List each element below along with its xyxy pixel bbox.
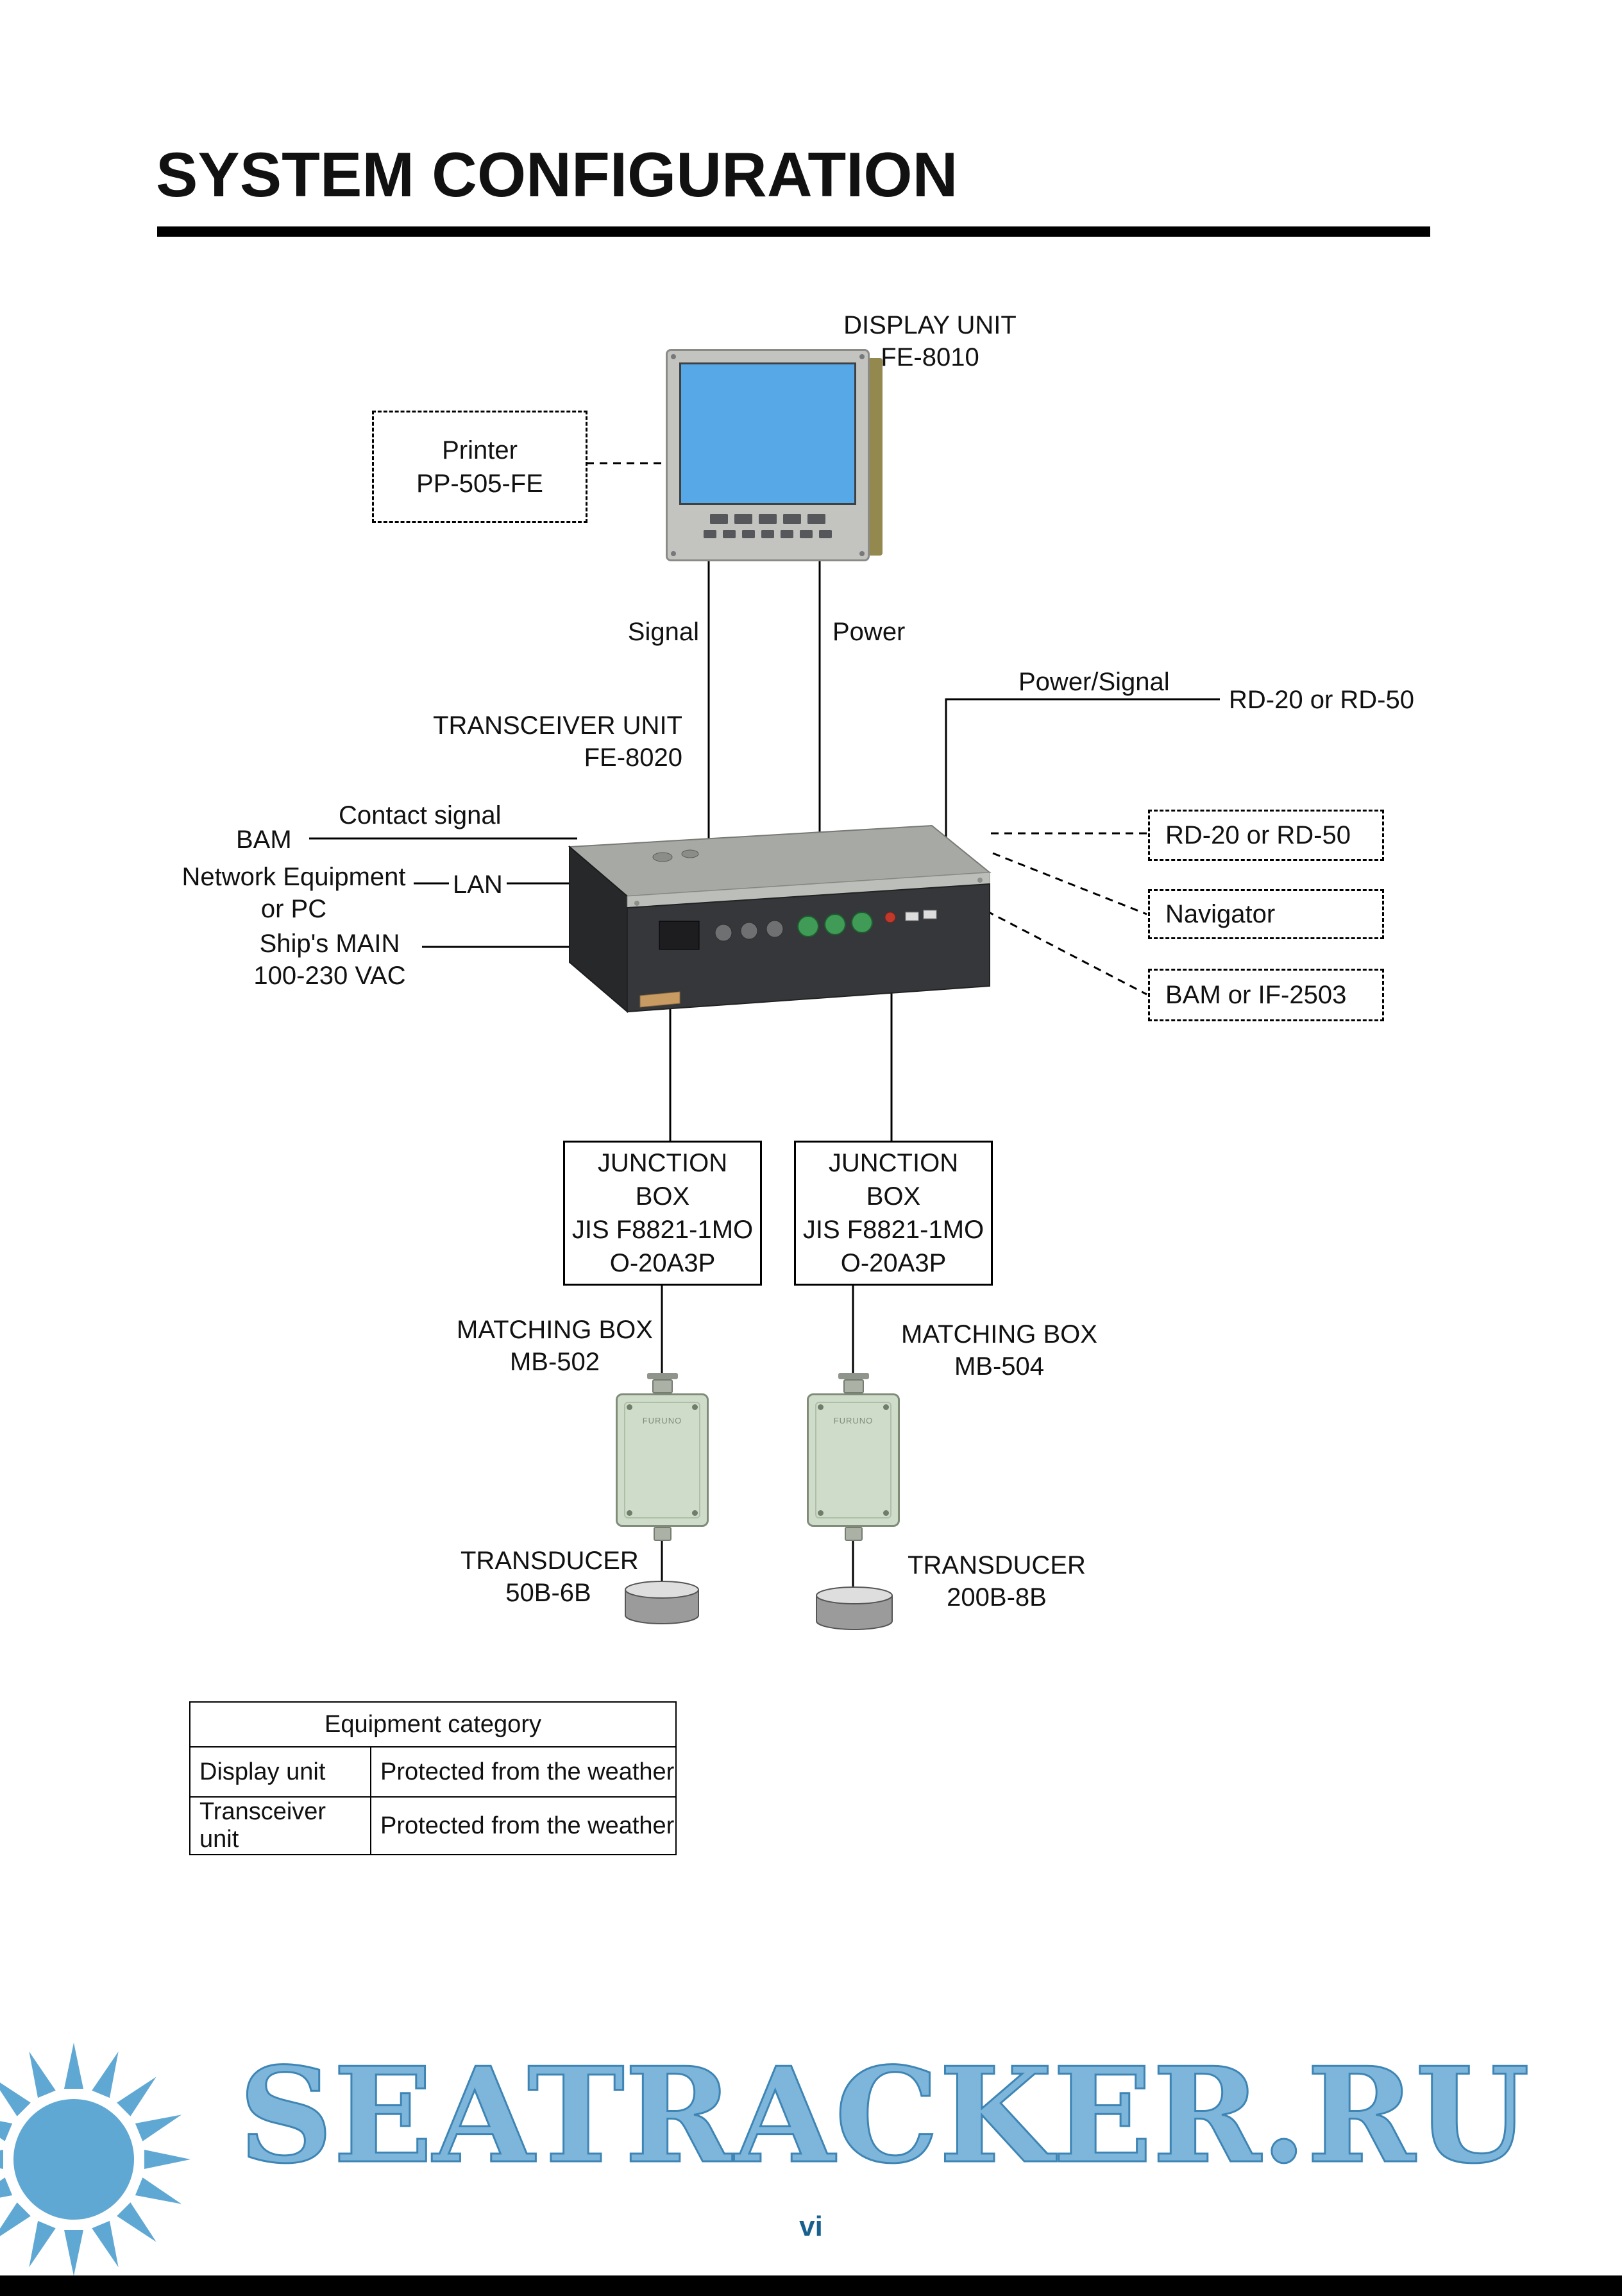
table-cell-unit: Display unit xyxy=(189,1746,371,1798)
matching-right-cap xyxy=(838,1373,869,1379)
bottom-bar xyxy=(0,2275,1622,2296)
seatracker-watermark: SEATRACKER.RU xyxy=(238,2039,1531,2193)
printer-model: PP-505-FE xyxy=(416,469,543,498)
display-screen xyxy=(679,362,856,505)
junction-right-line3: JIS F8821-1MO xyxy=(802,1216,984,1244)
contact-signal-label: Contact signal xyxy=(339,801,502,829)
table-row: Display unit Protected from the weather xyxy=(189,1746,677,1798)
junction-right-line2: BOX xyxy=(866,1182,921,1211)
table-row: Transceiver unit Protected from the weat… xyxy=(189,1796,677,1855)
transducer-left-label: TRANSDUCER 50B-6B xyxy=(460,1545,639,1609)
mains-line1: Ship's MAIN xyxy=(259,930,400,958)
junction-left-line3: JIS F8821-1MO xyxy=(571,1216,754,1244)
display-unit-label: DISPLAY UNIT FE-8010 xyxy=(824,309,1036,373)
option-box-rd: RD-20 or RD-50 xyxy=(1148,810,1384,861)
junction-left-line1: JUNCTION xyxy=(597,1149,728,1177)
junction-right-line4: O-20A3P xyxy=(840,1249,947,1277)
option-box-bam: BAM or IF-2503 xyxy=(1148,969,1384,1021)
matching-left-body: FURUNO xyxy=(616,1393,709,1527)
option-rd-label: RD-20 or RD-50 xyxy=(1165,821,1351,849)
mains-label: Ship's MAIN 100-230 VAC xyxy=(242,928,417,992)
option-navigator-label: Navigator xyxy=(1165,899,1276,928)
display-unit-model: FE-8010 xyxy=(881,343,979,371)
signal-label: Signal xyxy=(627,618,699,646)
table-cell-category: Protected from the weather xyxy=(370,1796,677,1855)
transducer-left-name: TRANSDUCER xyxy=(460,1547,639,1575)
junction-left-line2: BOX xyxy=(635,1182,690,1211)
printer-name: Printer xyxy=(442,436,518,464)
matching-right-name: MATCHING BOX xyxy=(901,1320,1097,1348)
transducer-right-name: TRANSDUCER xyxy=(908,1551,1086,1579)
matching-box-left-label: MATCHING BOX MB-502 xyxy=(457,1314,653,1378)
display-unit-body xyxy=(666,349,870,561)
transceiver-label: TRANSCEIVER UNIT FE-8020 xyxy=(410,710,682,774)
network-label: Network Equipment or PC xyxy=(181,861,407,925)
matching-box-right-figure: FURUNO xyxy=(806,1373,901,1541)
matching-right-model: MB-504 xyxy=(954,1352,1045,1381)
furuno-logo: FURUNO xyxy=(833,1416,874,1425)
matching-box-left-figure: FURUNO xyxy=(614,1373,710,1541)
transceiver-name: TRANSCEIVER UNIT xyxy=(433,711,682,740)
sun-icon xyxy=(0,2043,190,2276)
transducer-left-figure xyxy=(625,1581,699,1624)
display-unit-figure xyxy=(666,349,889,564)
matching-left-model: MB-502 xyxy=(509,1348,600,1376)
network-line2: or PC xyxy=(260,895,327,923)
matching-left-name: MATCHING BOX xyxy=(457,1316,653,1344)
bam-label: BAM xyxy=(236,826,292,854)
matching-left-lid xyxy=(624,1402,700,1518)
table-header-row: Equipment category xyxy=(189,1701,677,1748)
network-line1: Network Equipment xyxy=(182,863,406,891)
junction-box-right: JUNCTION BOX JIS F8821-1MO O-20A3P xyxy=(794,1141,993,1286)
transducer-right-model: 200B-8B xyxy=(947,1583,1047,1611)
transceiver-figure xyxy=(568,824,992,1014)
option-box-navigator: Navigator xyxy=(1148,889,1384,939)
transducer-left-model: 50B-6B xyxy=(505,1579,591,1607)
junction-right-line1: JUNCTION xyxy=(828,1149,959,1177)
page-title: SYSTEM CONFIGURATION xyxy=(156,139,958,210)
option-navigator-dashed-line xyxy=(992,852,1147,915)
matching-right-body: FURUNO xyxy=(807,1393,900,1527)
power-signal-label: Power/Signal xyxy=(1018,668,1170,696)
option-bam-dashed-line xyxy=(986,910,1147,996)
table-cell-category: Protected from the weather xyxy=(370,1746,677,1798)
matching-right-top-connector xyxy=(843,1379,864,1393)
printer-box: Printer PP-505-FE xyxy=(372,411,587,523)
junction-box-left: JUNCTION BOX JIS F8821-1MO O-20A3P xyxy=(563,1141,762,1286)
matching-right-bottom-connector xyxy=(844,1527,863,1541)
equipment-category-table: Equipment category Display unit Protecte… xyxy=(189,1701,677,1855)
page-number: vi xyxy=(799,2211,823,2242)
transceiver-model: FE-8020 xyxy=(584,744,682,772)
transducer-right-label: TRANSDUCER 200B-8B xyxy=(906,1549,1088,1613)
junction-left-line4: O-20A3P xyxy=(609,1249,716,1277)
display-keypad xyxy=(679,514,856,538)
furuno-logo: FURUNO xyxy=(642,1416,682,1425)
rd-inline-label: RD-20 or RD-50 xyxy=(1229,686,1414,714)
lan-label: LAN xyxy=(453,871,503,899)
mains-line2: 100-230 VAC xyxy=(253,962,406,990)
matching-box-right-label: MATCHING BOX MB-504 xyxy=(899,1318,1099,1382)
title-underline xyxy=(157,226,1430,237)
transducer-right-figure xyxy=(816,1586,893,1630)
power-signal-line xyxy=(945,698,1220,847)
power-label: Power xyxy=(832,618,906,646)
display-unit-name: DISPLAY UNIT xyxy=(843,311,1017,339)
matching-left-top-connector xyxy=(652,1379,673,1393)
matching-right-lid xyxy=(815,1402,891,1518)
option-bam-label: BAM or IF-2503 xyxy=(1165,980,1347,1009)
matching-left-bottom-connector xyxy=(653,1527,672,1541)
matching-left-cap xyxy=(646,1373,678,1379)
table-cell-unit: Transceiver unit xyxy=(189,1796,371,1855)
table-header: Equipment category xyxy=(189,1701,677,1748)
